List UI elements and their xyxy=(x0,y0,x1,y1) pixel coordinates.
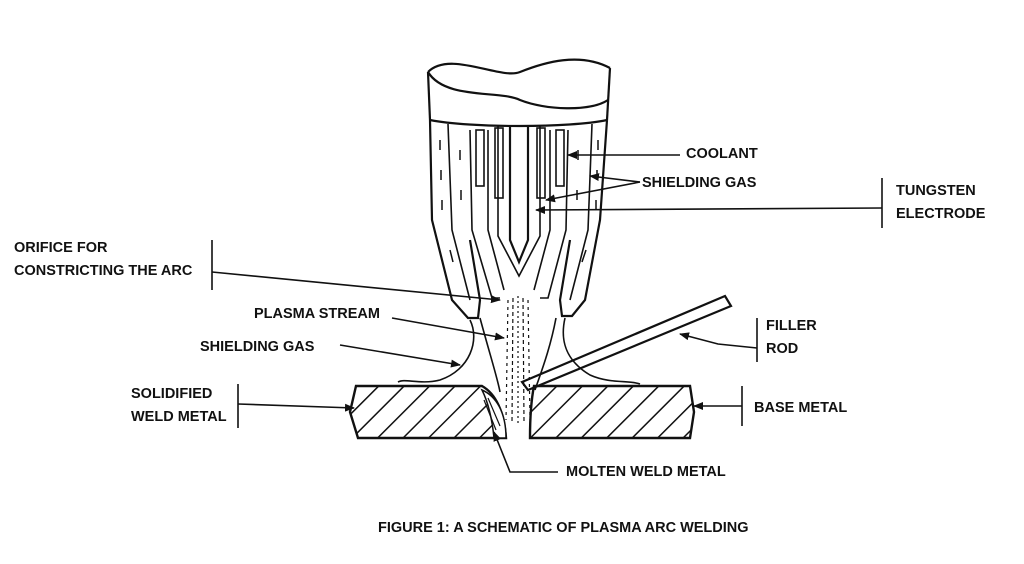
label-tungsten-line1: TUNGSTEN xyxy=(896,183,976,199)
plasma-stream xyxy=(505,296,531,424)
label-plasma-stream: PLASMA STREAM xyxy=(254,306,380,322)
label-tungsten-line2: ELECTRODE xyxy=(896,206,986,222)
label-shielding-gas-bottom: SHIELDING GAS xyxy=(200,339,315,355)
leader-lines xyxy=(211,151,883,473)
label-orifice: ORIFICE FOR CONSTRICTING THE ARC xyxy=(14,237,192,283)
label-solidified-line1: SOLIDIFIED xyxy=(131,386,213,402)
label-filler-rod: FILLER ROD xyxy=(766,315,817,361)
label-filler-line2: ROD xyxy=(766,341,799,357)
label-tungsten-electrode: TUNGSTEN ELECTRODE xyxy=(896,180,985,226)
label-orifice-line2: CONSTRICTING THE ARC xyxy=(14,263,193,279)
figure-caption: FIGURE 1: A SCHEMATIC OF PLASMA ARC WELD… xyxy=(378,520,749,536)
label-coolant: COOLANT xyxy=(686,146,758,162)
label-orifice-line1: ORIFICE FOR xyxy=(14,240,108,256)
base-metal-plates xyxy=(348,384,696,440)
torch-body xyxy=(426,58,612,320)
label-molten-weld-metal: MOLTEN WELD METAL xyxy=(566,464,726,480)
label-solidified-line2: WELD METAL xyxy=(131,409,227,425)
label-shielding-gas-top: SHIELDING GAS xyxy=(642,175,757,191)
label-filler-line1: FILLER xyxy=(766,318,817,334)
shielding-gas-envelope xyxy=(397,317,641,393)
label-base-metal: BASE METAL xyxy=(754,400,848,416)
filler-rod xyxy=(520,294,733,392)
label-solidified-weld-metal: SOLIDIFIED WELD METAL xyxy=(131,383,227,429)
